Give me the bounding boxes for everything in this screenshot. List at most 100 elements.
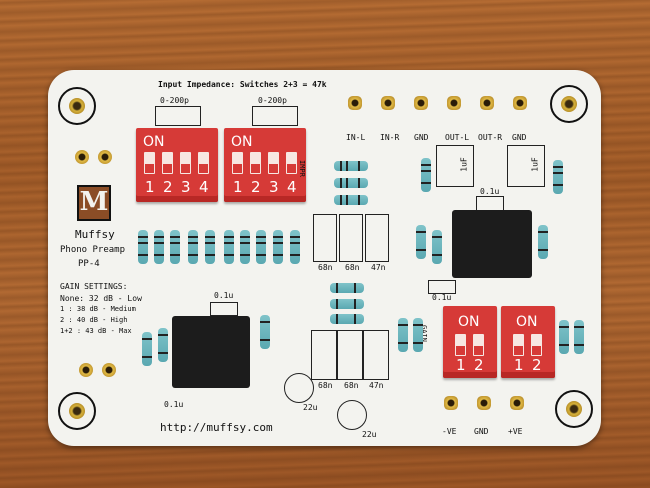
resistor	[334, 161, 368, 171]
dip-switch-4-left[interactable]: ON 1 2 3 4	[136, 128, 218, 202]
cap-value: 68n	[318, 263, 333, 272]
dip-on-label: ON	[458, 314, 480, 330]
resistor	[170, 230, 180, 264]
resistor	[330, 283, 364, 293]
resistor	[154, 230, 164, 264]
resistor	[334, 178, 368, 188]
header-pad	[414, 96, 428, 110]
cap-1uf-label-2: 1uF	[530, 157, 540, 172]
solder-pad	[102, 363, 116, 377]
cap-value: 68n	[345, 263, 360, 272]
product-line-1: Phono Preamp	[60, 245, 126, 255]
cap-01u-mid: 0.1u	[432, 293, 452, 302]
cap-outline	[339, 214, 363, 262]
dip-number: 4	[287, 178, 297, 196]
dip-switch-4-right[interactable]: ON 1 2 3 4	[224, 128, 306, 202]
solder-pad	[75, 150, 89, 164]
header-label-in-l: IN-L	[346, 133, 366, 142]
dip-number: 3	[181, 178, 191, 196]
header-pad	[348, 96, 362, 110]
dip-number: 1	[514, 356, 524, 374]
muffsy-logo: M	[77, 185, 111, 221]
cap-outline-1uf	[507, 145, 545, 187]
header-pad	[447, 96, 461, 110]
header-label-gnd-2: GND	[512, 133, 527, 142]
impr-label: IMPR	[298, 160, 306, 177]
dip-number: 3	[269, 178, 279, 196]
cap-22u-label-1: 22u	[303, 403, 318, 412]
dip-switch-2-right[interactable]: ON 1 2	[501, 306, 555, 378]
mounting-hole-bottom-left	[58, 392, 96, 430]
dip-on-label: ON	[516, 314, 538, 330]
resistor	[158, 328, 168, 362]
header-label-out-r: OUT-R	[478, 133, 503, 142]
resistor	[224, 230, 234, 264]
power-label-neg: -VE	[442, 427, 457, 436]
dip-lever[interactable]	[513, 334, 524, 356]
dip-number: 2	[163, 178, 173, 196]
header-pad	[381, 96, 395, 110]
dip-number: 4	[199, 178, 209, 196]
cap-value: 47n	[371, 263, 386, 272]
cap-01u-left-bottom: 0.1u	[164, 400, 184, 409]
electrolytic-cap-footprint	[284, 373, 314, 403]
resistor	[559, 320, 569, 354]
resistor	[413, 318, 423, 352]
dip-lever[interactable]	[250, 152, 261, 174]
dip-lever[interactable]	[144, 152, 155, 174]
impedance-note: Input Impedance: Switches 2+3 = 47k	[158, 80, 327, 89]
solder-pad	[79, 363, 93, 377]
dip-on-label: ON	[231, 134, 253, 150]
cap-01u-left: 0.1u	[214, 291, 234, 300]
cap-22u-label-2: 22u	[362, 430, 377, 439]
cap-outline	[365, 214, 389, 262]
resistor	[256, 230, 266, 264]
dip-lever[interactable]	[531, 334, 542, 356]
dip-switch-2-left[interactable]: ON 1 2	[443, 306, 497, 378]
cap-01u-top: 0.1u	[480, 187, 500, 196]
dip-number: 1	[456, 356, 466, 374]
resistor	[330, 314, 364, 324]
mounting-hole-top-left	[58, 87, 96, 125]
cap-outline	[155, 106, 201, 126]
cap-outline	[313, 214, 337, 262]
dip-lever[interactable]	[162, 152, 173, 174]
cap-outline-1uf	[436, 145, 474, 187]
resistor	[188, 230, 198, 264]
dip-cap-label-1: 0-200p	[160, 96, 189, 105]
dip-lever[interactable]	[286, 152, 297, 174]
resistor	[138, 230, 148, 264]
dip-number: 2	[474, 356, 484, 374]
electrolytic-cap-footprint	[337, 400, 367, 430]
gain-row: 1+2 : 43 dB - Max	[60, 327, 132, 335]
resistor	[240, 230, 250, 264]
ic-socket-right	[452, 210, 532, 278]
resistor	[205, 230, 215, 264]
resistor	[432, 230, 442, 264]
dip-number: 2	[532, 356, 542, 374]
dip-lever[interactable]	[268, 152, 279, 174]
header-label-gnd-1: GND	[414, 133, 429, 142]
resistor	[574, 320, 584, 354]
resistor	[260, 315, 270, 349]
resistor	[334, 195, 368, 205]
power-pad	[444, 396, 458, 410]
power-label-gnd: GND	[474, 427, 489, 436]
cap-outline	[311, 330, 337, 380]
cap-outline	[363, 330, 389, 380]
resistor	[421, 158, 431, 192]
cap-outline	[210, 302, 238, 316]
product-line-2: PP-4	[78, 259, 100, 269]
dip-lever[interactable]	[232, 152, 243, 174]
resistor	[142, 332, 152, 366]
cap-outline	[337, 330, 363, 380]
dip-lever[interactable]	[198, 152, 209, 174]
cap-value: 68n	[344, 381, 359, 390]
dip-lever[interactable]	[455, 334, 466, 356]
gain-settings-title: GAIN SETTINGS:	[60, 282, 128, 291]
gain-row: 2 : 40 dB - High	[60, 316, 128, 324]
dip-lever[interactable]	[180, 152, 191, 174]
resistor	[273, 230, 283, 264]
dip-lever[interactable]	[473, 334, 484, 356]
dip-number: 2	[251, 178, 261, 196]
